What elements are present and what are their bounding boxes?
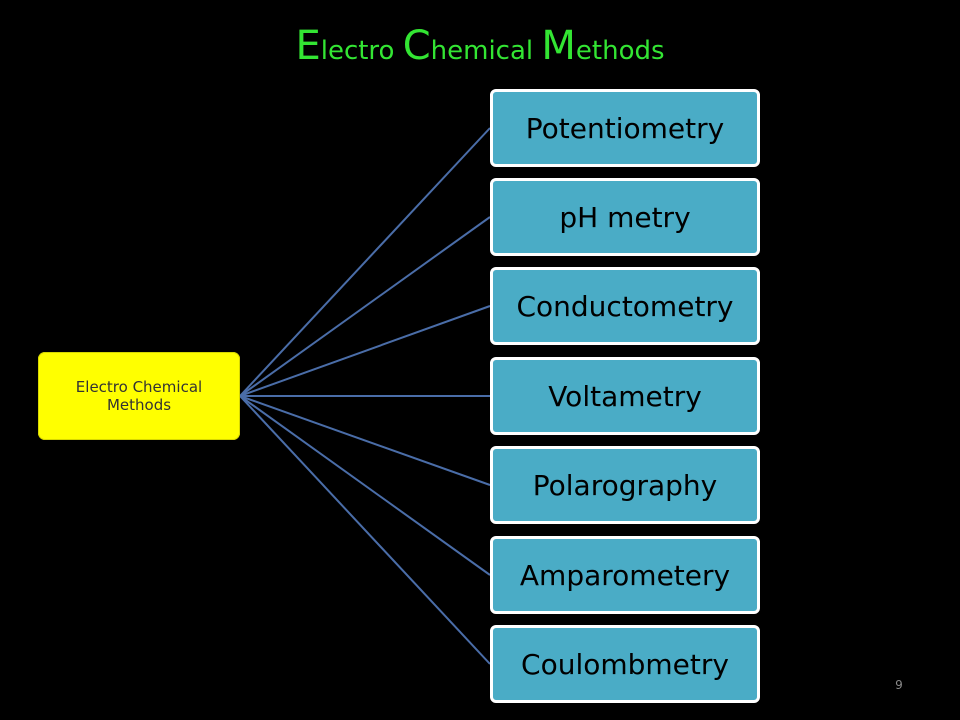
- root-node-label: Electro Chemical Methods: [75, 378, 203, 414]
- title-word-rest-2: hemical: [430, 36, 542, 66]
- title-word-rest-3: ethods: [575, 36, 665, 66]
- root-node: Electro Chemical Methods: [38, 352, 240, 440]
- child-node-voltametry: Voltametry: [490, 357, 760, 435]
- child-node-label: Amparometery: [519, 558, 731, 592]
- connector-line-2: [239, 216, 491, 397]
- child-node-potentiometry: Potentiometry: [490, 89, 760, 167]
- child-node-ph-metry: pH metry: [490, 178, 760, 256]
- child-node-label: Conductometry: [516, 289, 734, 323]
- connector-line-6: [239, 395, 491, 576]
- child-node-label: Polarography: [532, 468, 718, 502]
- connector-line-3: [239, 305, 491, 397]
- title-initial-e: E: [295, 23, 321, 69]
- page-number: 9: [895, 678, 903, 692]
- title-initial-c: C: [402, 23, 431, 69]
- child-node-label: Coulombmetry: [521, 647, 729, 681]
- slide-title: Electro Chemical Methods: [0, 26, 960, 66]
- child-node-amparometery: Amparometery: [490, 536, 760, 614]
- connector-line-5: [239, 395, 491, 486]
- child-node-label: Potentiometry: [525, 111, 725, 145]
- child-node-polarography: Polarography: [490, 446, 760, 524]
- connector-line-1: [239, 127, 491, 397]
- title-word-rest-1: lectro: [320, 36, 403, 66]
- child-node-label: Voltametry: [548, 379, 702, 413]
- child-node-label: pH metry: [559, 200, 691, 234]
- child-node-conductometry: Conductometry: [490, 267, 760, 345]
- child-node-coulombmetry: Coulombmetry: [490, 625, 760, 703]
- connector-line-7: [239, 395, 491, 665]
- title-initial-m: M: [541, 23, 576, 69]
